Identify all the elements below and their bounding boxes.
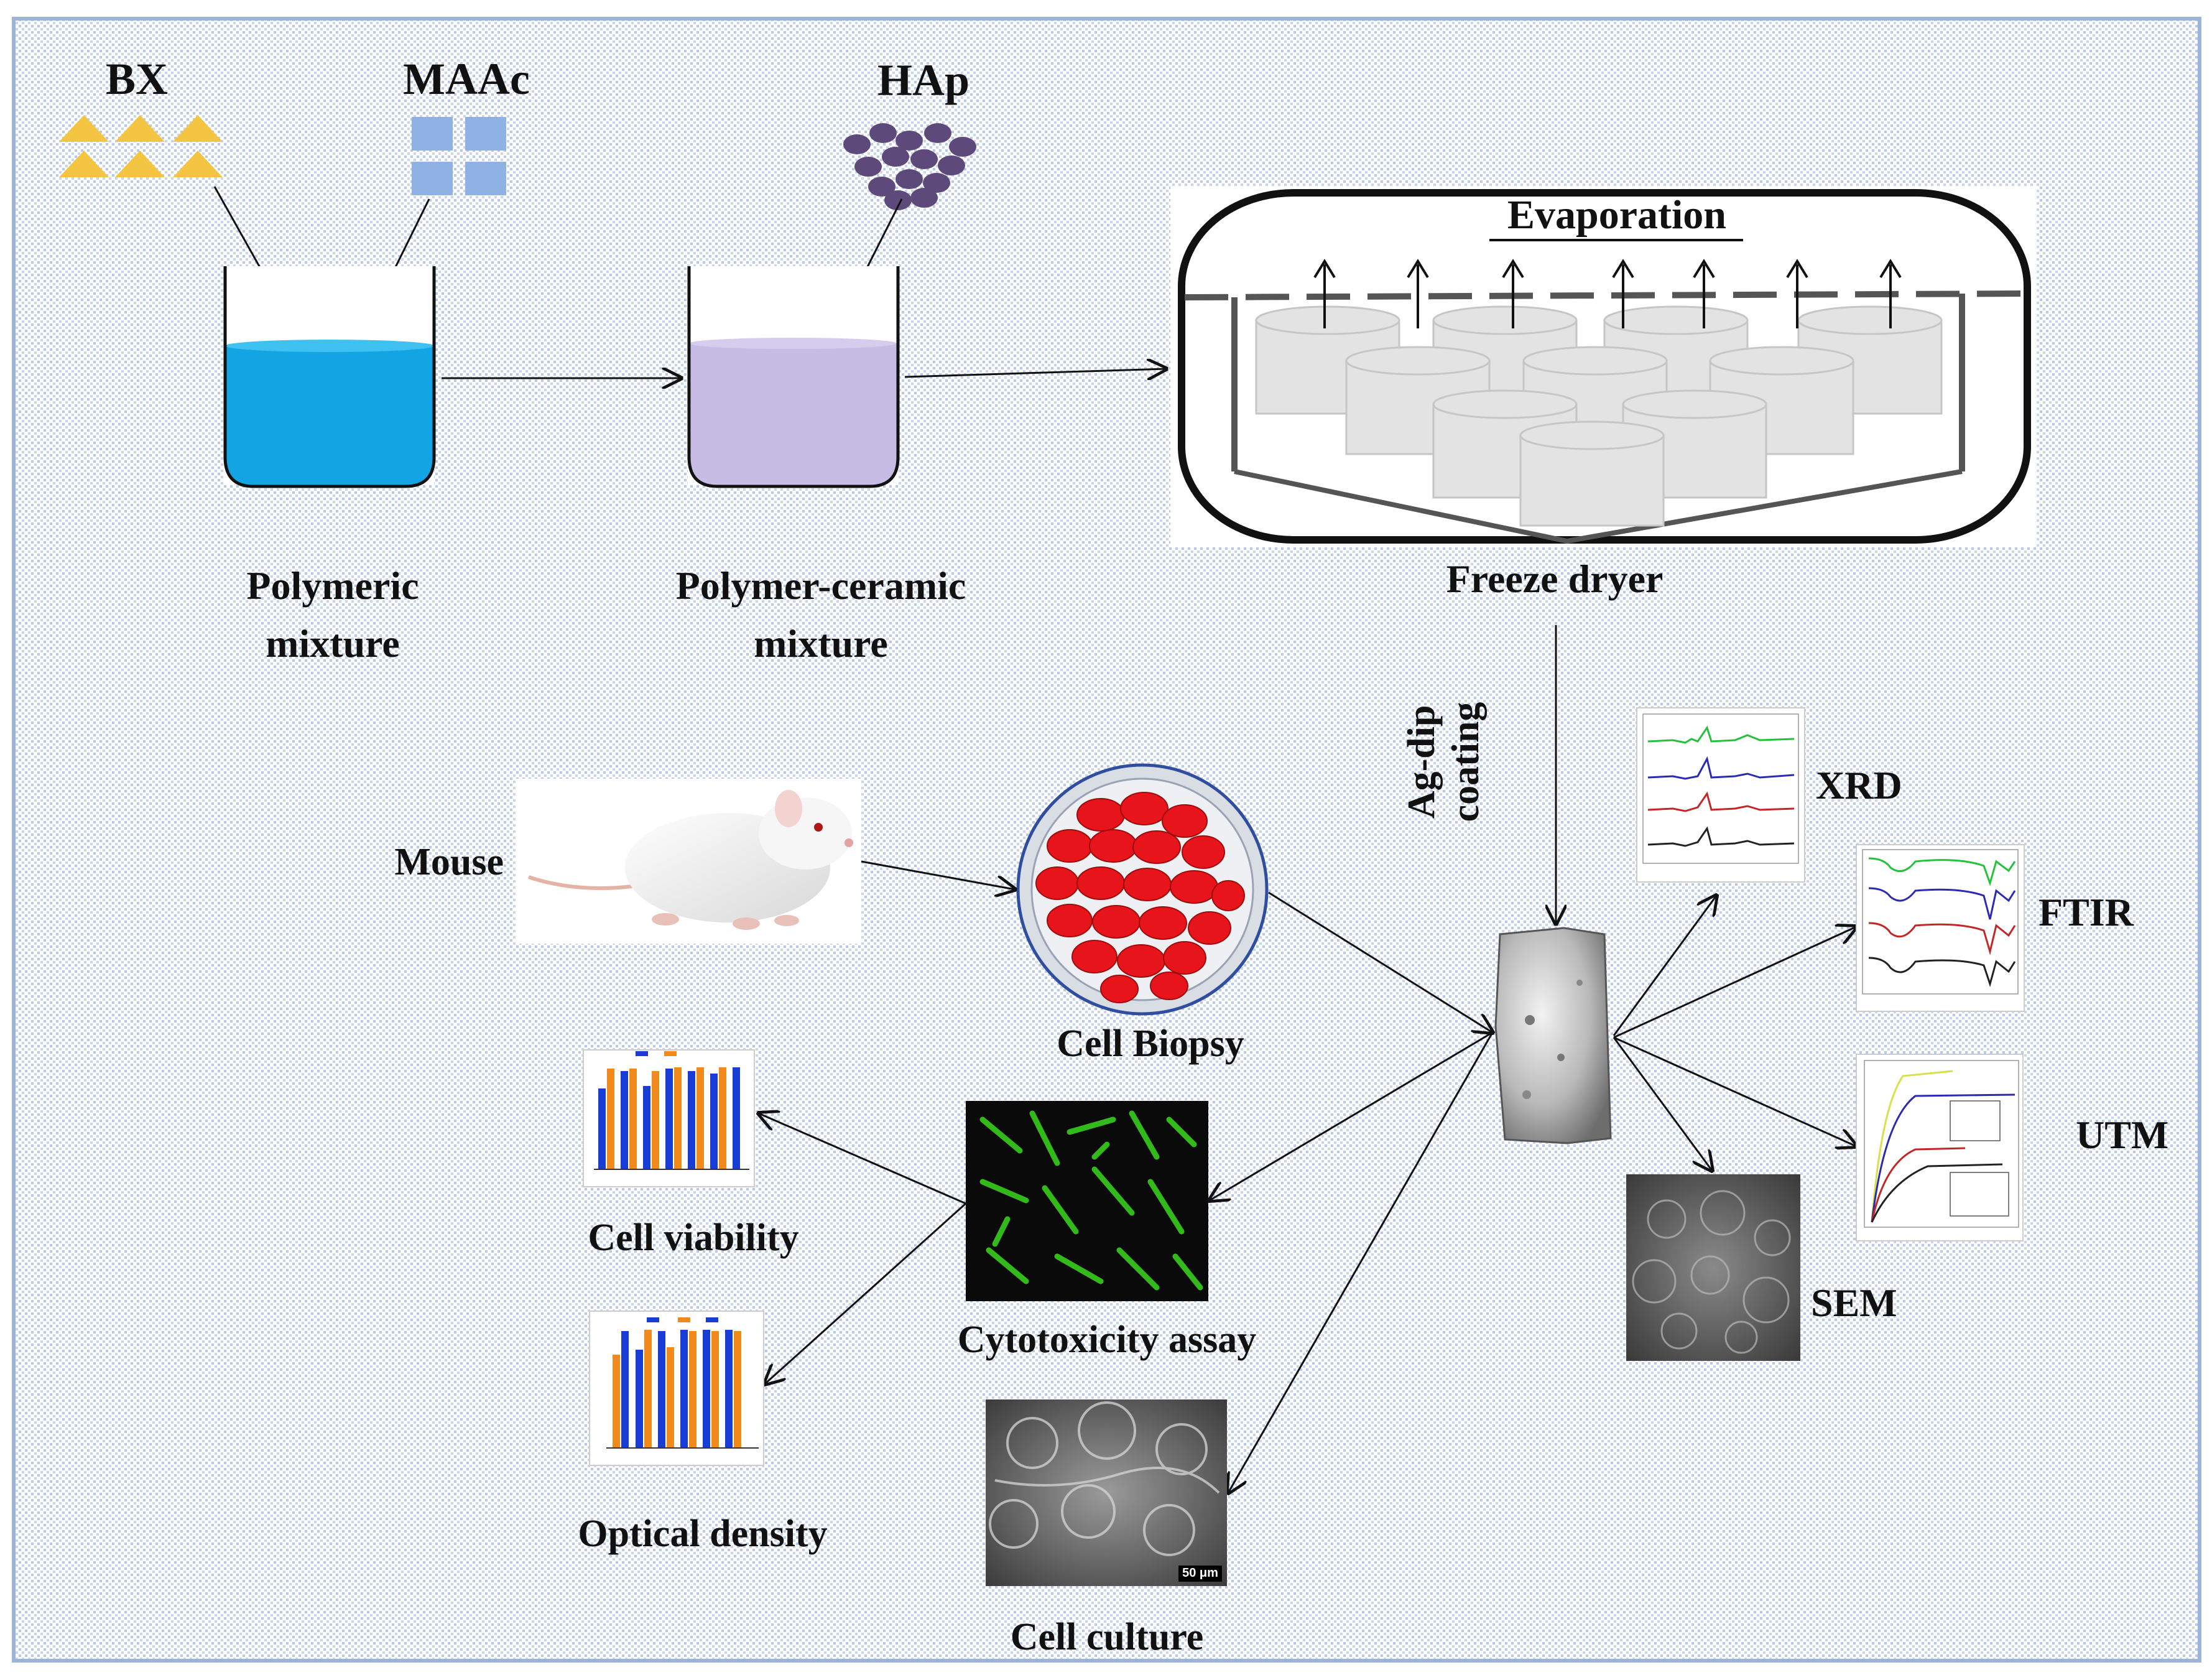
cytotoxicity-fluorescence-image <box>966 1101 1208 1301</box>
evaporation-label: Evaporation <box>1507 192 1727 238</box>
scaffold-to-utm-arrow <box>1613 1036 1856 1146</box>
optical-density-chart-thumbnail <box>589 1311 764 1466</box>
polymer-ceramic-beaker <box>687 266 900 488</box>
vapor-arrow-icon <box>1693 259 1715 328</box>
bx-label: BX <box>105 54 169 104</box>
cell-viability-label: Cell viability <box>588 1217 799 1259</box>
vapor-arrow-icon <box>1407 259 1429 328</box>
mouse-label: Mouse <box>394 841 504 883</box>
mouse-to-biopsy-arrow <box>861 860 1015 889</box>
vapor-arrow-icon <box>1612 259 1634 328</box>
sem-image-thumbnail <box>1626 1174 1800 1361</box>
freeze-dryer-chamber <box>1170 187 2036 547</box>
maac-squares-icon <box>412 117 506 195</box>
vapor-arrow-icon <box>1879 259 1902 328</box>
hap-label: HAp <box>877 55 970 105</box>
vapor-arrow-icon <box>1502 259 1524 328</box>
ftir-label: FTIR <box>2038 890 2134 934</box>
ag-coated-scaffold-image <box>1494 927 1612 1144</box>
xrd-label: XRD <box>1816 763 1902 807</box>
cell-culture-sem-image <box>986 1399 1227 1586</box>
polymer-ceramic-mixture-label: Polymer-ceramic mixture <box>675 564 966 666</box>
cell-viability-chart-thumbnail <box>583 1049 755 1187</box>
optical-density-label: Optical density <box>578 1513 828 1555</box>
cytotox-to-density-arrow <box>765 1202 967 1384</box>
scaffold-to-culture-arrow <box>1228 1032 1494 1493</box>
hap-particles-icon <box>843 123 976 210</box>
scaffold-to-sem-arrow <box>1613 1037 1712 1171</box>
bx-triangles-icon <box>59 115 223 177</box>
utm-chart-thumbnail <box>1856 1054 2024 1241</box>
scale-bar-label: 50 μm <box>1182 1566 1218 1580</box>
sem-label: SEM <box>1811 1281 1897 1325</box>
cell-biopsy-label: Cell Biopsy <box>1057 1023 1244 1065</box>
ag-dip-coating-label: Ag-dip coating <box>1400 702 1488 822</box>
polymeric-mixture-beaker <box>223 266 436 488</box>
scaffold-to-ftir-arrow <box>1613 927 1856 1039</box>
utm-label: UTM <box>2076 1113 2169 1157</box>
biopsy-to-scaffold-arrow <box>1268 891 1492 1032</box>
polymeric-mixture-label: Polymeric mixture <box>246 564 419 666</box>
ftir-chart-thumbnail <box>1856 844 2025 1012</box>
maac-label: MAAc <box>403 54 530 104</box>
scaffold-to-cytotox-arrow <box>1210 1031 1493 1200</box>
freeze-dryer-label: Freeze dryer <box>1446 557 1664 601</box>
vapor-arrow-icon <box>1313 259 1336 328</box>
mouse-image <box>516 779 861 944</box>
scaffold-to-xrd-arrow <box>1613 896 1716 1036</box>
scaffold-cylinder <box>1622 389 1767 499</box>
xrd-chart-thumbnail <box>1636 707 1805 883</box>
scaffold-cylinder <box>1519 420 1665 527</box>
cytotox-to-viability-arrow <box>759 1113 966 1205</box>
cell-culture-label: Cell culture <box>1010 1616 1204 1658</box>
cytotoxicity-assay-label: Cytotoxicity assay <box>957 1319 1257 1361</box>
beaker-to-dryer-arrow <box>904 369 1166 377</box>
cell-biopsy-dish <box>1016 763 1269 1016</box>
vapor-arrow-icon <box>1786 259 1808 328</box>
